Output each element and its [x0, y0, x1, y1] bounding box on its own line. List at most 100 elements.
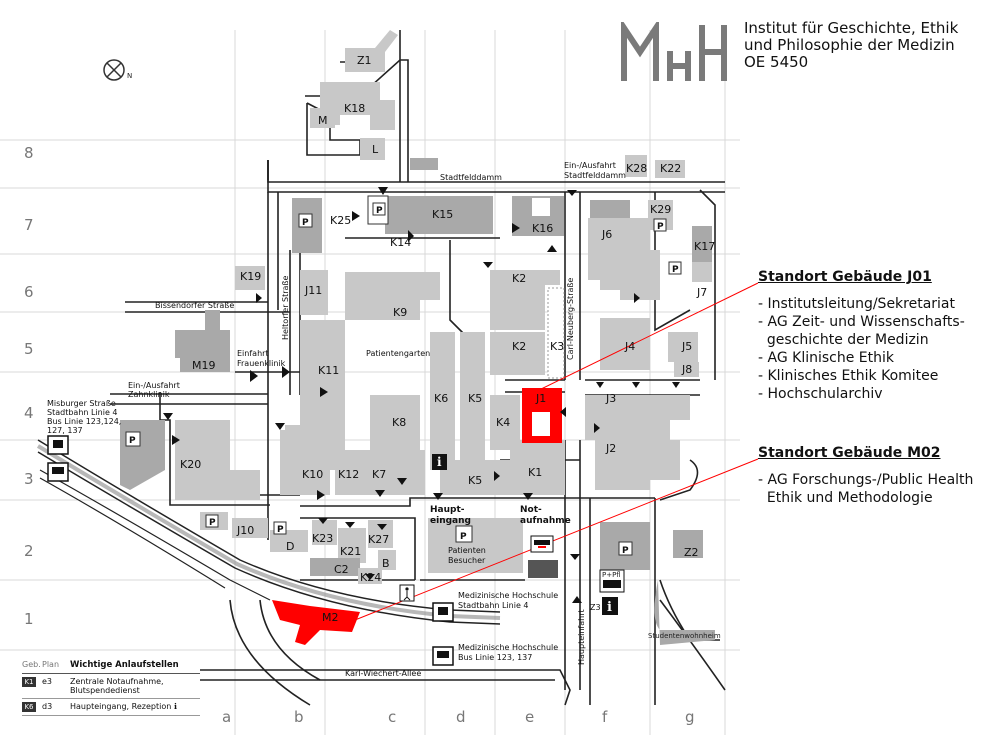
svg-text:Ein-/Ausfahrt: Ein-/Ausfahrt — [564, 161, 616, 170]
grid-col-a: a — [222, 708, 231, 726]
svg-text:P: P — [460, 532, 467, 542]
row-desc: Haupteingang, Rezeption ℹ — [70, 702, 200, 712]
grid-col-d: d — [456, 708, 466, 726]
building-k5 — [460, 332, 485, 470]
svg-text:Besucher: Besucher — [448, 556, 486, 565]
building-k3 — [547, 287, 565, 379]
patient-visitor-parking — [428, 518, 523, 573]
grid-col-g: g — [685, 708, 695, 726]
grid-row-2: 2 — [24, 542, 34, 560]
legend-j01: Standort Gebäude J01 - Institutsleitung/… — [758, 268, 965, 403]
label-k29: K29 — [650, 203, 671, 216]
label-j8: J8 — [681, 363, 692, 376]
grid-row-7: 7 — [24, 216, 34, 234]
label-k27: K27 — [368, 533, 389, 546]
grid-row-8: 8 — [24, 144, 34, 162]
row-plan: e3 — [42, 677, 53, 686]
svg-text:Patienten: Patienten — [448, 546, 486, 555]
parking-icons: P P P P P P P P P — [125, 202, 682, 556]
haupteingang-label: Haupt- eingang — [430, 505, 471, 526]
parking-icon: P — [372, 202, 386, 216]
label-k19: K19 — [240, 270, 261, 283]
tram-icon — [432, 602, 454, 622]
label-j5: J5 — [681, 340, 692, 353]
label-j3: J3 — [605, 392, 616, 405]
svg-text:Haupt-: Haupt- — [430, 505, 465, 515]
svg-text:Not-: Not- — [520, 505, 542, 515]
street-stadtfelddamm: Stadtfelddamm — [440, 173, 502, 182]
building-j5 — [668, 332, 698, 362]
table-row: K6 d3 Haupteingang, Rezeption ℹ — [22, 699, 200, 716]
label-k4: K4 — [496, 416, 510, 429]
info-icon: i — [432, 454, 447, 470]
street-karl-wiechert: Karl-Wiechert-Allee — [345, 669, 421, 678]
legend-j01-title[interactable]: Standort Gebäude J01 — [758, 269, 932, 285]
building-k10 — [280, 430, 330, 495]
railway-track — [36, 439, 501, 625]
label-m2: M2 — [322, 611, 339, 624]
entrance-arrows — [163, 187, 680, 603]
svg-text:Bus Linie 123, 137: Bus Linie 123, 137 — [458, 653, 532, 662]
street-ausfahrt-zahnklinik: Ein-/Ausfahrt Zahnklinik — [128, 381, 180, 399]
label-j7: J7 — [696, 286, 707, 299]
building-k2-south — [490, 332, 545, 375]
mhh-logo — [621, 22, 727, 81]
building-k7 — [365, 450, 425, 495]
parking-icon: P — [125, 431, 141, 447]
building-k1 — [510, 440, 565, 495]
label-j2: J2 — [605, 442, 616, 455]
label-k18: K18 — [344, 102, 365, 115]
building-m2-highlight[interactable] — [272, 600, 360, 645]
row-desc-line: Haupteingang, Rezeption ℹ — [70, 702, 177, 711]
svg-text:P: P — [657, 222, 664, 232]
building-k2-north — [490, 270, 560, 330]
legend-m02-title[interactable]: Standort Gebäude M02 — [758, 445, 941, 461]
svg-text:Frauenklinik: Frauenklinik — [237, 359, 286, 368]
institute-title-line-1: Institut für Geschichte, Ethik — [744, 19, 959, 37]
label-m19: M19 — [192, 359, 216, 372]
label-j11: J11 — [304, 284, 322, 297]
svg-text:i: i — [607, 600, 612, 615]
legend-j01-item: - Institutsleitung/Sekretariat — [758, 296, 956, 312]
label-k12: K12 — [338, 468, 359, 481]
row-code: K1 — [22, 677, 36, 687]
label-j6: J6 — [601, 228, 612, 241]
parking-icon: P — [455, 525, 473, 543]
label-d: D — [286, 540, 294, 553]
building-c2 — [310, 558, 360, 576]
building-z2 — [673, 530, 703, 558]
building-z1 — [345, 30, 398, 72]
buildings — [120, 30, 715, 645]
info-icon: i — [602, 597, 618, 615]
legend-m02-item: - AG Forschungs-/Public Health — [758, 472, 974, 488]
svg-text:Medizinische Hochschule: Medizinische Hochschule — [458, 643, 558, 652]
svg-text:P: P — [672, 265, 679, 275]
building-j2 — [595, 440, 680, 490]
label-c2: C2 — [334, 563, 349, 576]
grid-col-f: f — [602, 708, 608, 726]
building-k28 — [625, 155, 647, 177]
legend-j01-item: - Klinisches Ethik Komitee — [758, 368, 939, 384]
table-row: K1 e3 Zentrale Notaufnahme, Blutspendedi… — [22, 674, 200, 699]
svg-text:eingang: eingang — [430, 516, 471, 526]
svg-text:Bus Linie 123,124,: Bus Linie 123,124, — [47, 417, 121, 426]
label-k9: K9 — [393, 306, 407, 319]
label-k15: K15 — [432, 208, 453, 221]
label-k10: K10 — [302, 468, 323, 481]
svg-text:P+Pfl: P+Pfl — [602, 571, 621, 579]
label-k2-north: K2 — [512, 272, 526, 285]
grid-row-1: 1 — [24, 610, 34, 628]
label-b: B — [382, 557, 390, 570]
label-z1: Z1 — [357, 54, 372, 67]
svg-text:127, 137: 127, 137 — [47, 426, 83, 435]
anlaufstellen-title: Wichtige Anlaufstellen — [70, 660, 179, 670]
building-k23 — [312, 520, 337, 545]
svg-text:Einfahrt: Einfahrt — [237, 349, 269, 358]
legend-j01-item: geschichte der Medizin — [758, 332, 929, 348]
building-j11 — [300, 270, 328, 315]
label-k17: K17 — [694, 240, 715, 253]
row-desc-line: Blutspendedienst — [70, 686, 140, 695]
north-arrow-icon: N — [103, 59, 132, 81]
building-k4 — [490, 395, 520, 450]
label-patientengarten: Patientengarten — [366, 349, 430, 358]
